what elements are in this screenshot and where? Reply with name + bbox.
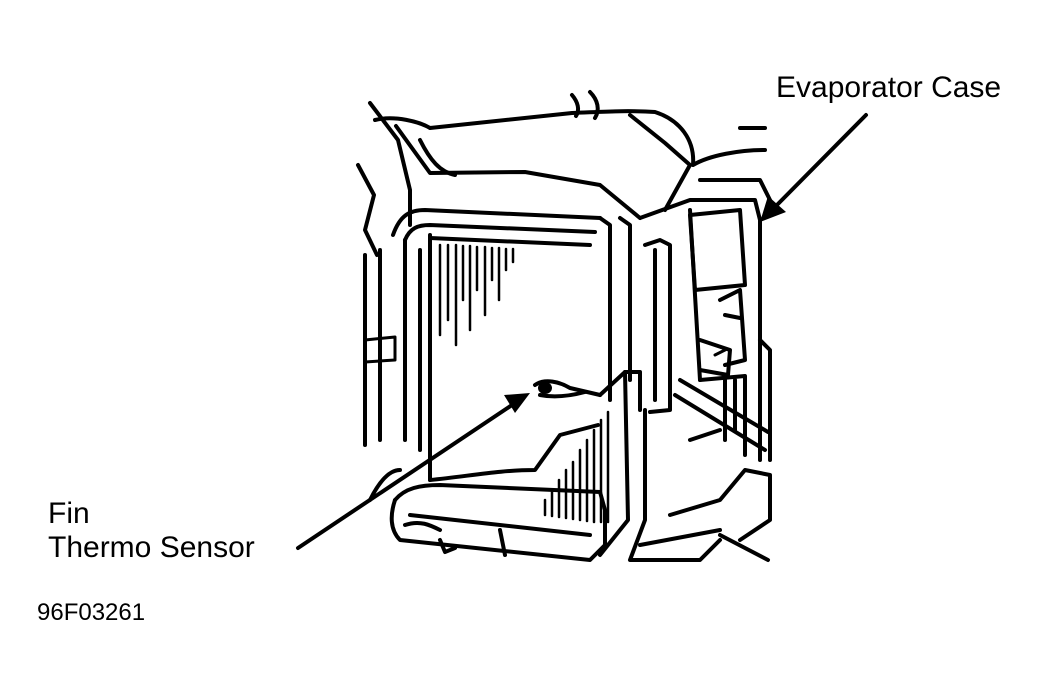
fin-thermo-sensor-label: Fin Thermo Sensor (48, 497, 255, 565)
fin-thermo-sensor-arrow (296, 393, 530, 550)
bottom-tray (368, 388, 772, 562)
case-panel (598, 198, 772, 462)
evaporator-case-arrow (760, 113, 868, 222)
core-fins-lower (543, 410, 610, 524)
evaporator-case-label: Evaporator Case (776, 71, 1002, 104)
top-cover (356, 90, 772, 257)
left-frame (363, 208, 602, 482)
thermo-sensor (533, 370, 642, 557)
fin-label-line2: Thermo Sensor (48, 531, 255, 564)
figure-code: 96F03261 (37, 599, 146, 626)
fin-label-line1: Fin (48, 497, 90, 530)
core-fins-upper (438, 243, 515, 347)
